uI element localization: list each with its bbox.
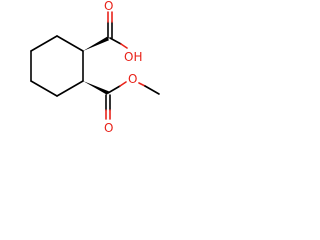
wedge-bond-ester bbox=[83, 81, 109, 95]
ring-bond-4 bbox=[30, 80, 58, 97]
ester-o-methyl bbox=[144, 85, 160, 95]
ester-carbonyl-o-label: O bbox=[104, 121, 113, 135]
structure-diagram: O OH O O bbox=[30, 0, 160, 135]
wedge-bond-acid bbox=[83, 36, 109, 51]
acid-c-oh-single-o bbox=[120, 43, 128, 49]
ring-bond-3 bbox=[56, 80, 84, 97]
ester-c-o-single bbox=[107, 85, 121, 94]
ester-o-methyl-o bbox=[138, 82, 146, 87]
acid-hydroxyl-label: OH bbox=[124, 50, 142, 64]
acid-c-oh-single bbox=[109, 37, 122, 45]
cyclohexane-ring bbox=[30, 35, 84, 97]
ring-bond-1 bbox=[56, 35, 84, 52]
carboxylic-acid-group: O OH bbox=[83, 0, 142, 64]
ring-bond-6 bbox=[30, 35, 58, 52]
ester-o-label: O bbox=[128, 72, 137, 86]
methyl-ester-group: O O bbox=[83, 72, 160, 135]
ester-c-o-single-o bbox=[119, 81, 127, 87]
acid-carbonyl-o-label: O bbox=[104, 0, 113, 13]
